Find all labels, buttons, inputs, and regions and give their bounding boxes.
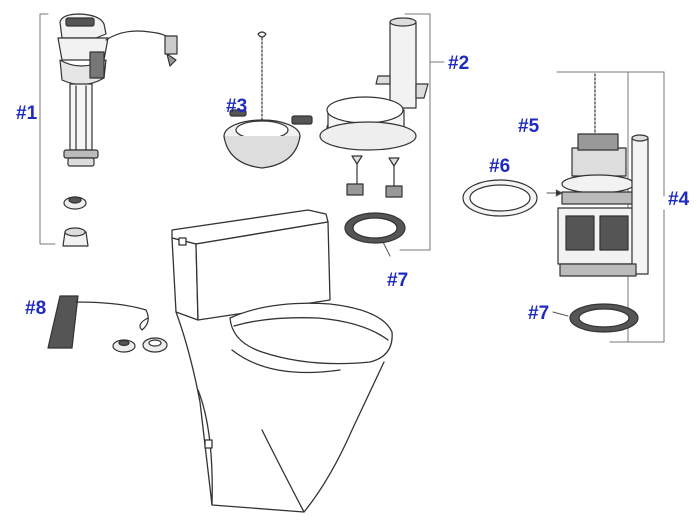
- label-part-4: #4: [668, 189, 690, 210]
- bracket-part-2: [399, 13, 445, 251]
- label-part-7-lower: #7: [528, 303, 550, 324]
- toilet-illustration: [171, 209, 393, 513]
- label-part-2: #2: [448, 53, 470, 74]
- bracket-part-4: [556, 71, 665, 343]
- bracket-part-1: [39, 13, 56, 245]
- label-part-5: #5: [518, 116, 540, 137]
- label-part-3: #3: [226, 96, 248, 117]
- label-part-8: #8: [25, 298, 47, 319]
- label-part-7-upper: #7: [387, 270, 409, 291]
- flush-valve-assembly-part-4: [557, 73, 649, 333]
- flush-valve-part-2: [319, 17, 429, 244]
- flapper-part-3: [223, 31, 313, 169]
- washer-part-6: [462, 179, 538, 217]
- label-part-6: #6: [489, 156, 511, 177]
- trip-lever-part-8: [47, 295, 168, 353]
- fill-valve-part-1: [57, 13, 178, 247]
- label-part-1: #1: [16, 103, 38, 124]
